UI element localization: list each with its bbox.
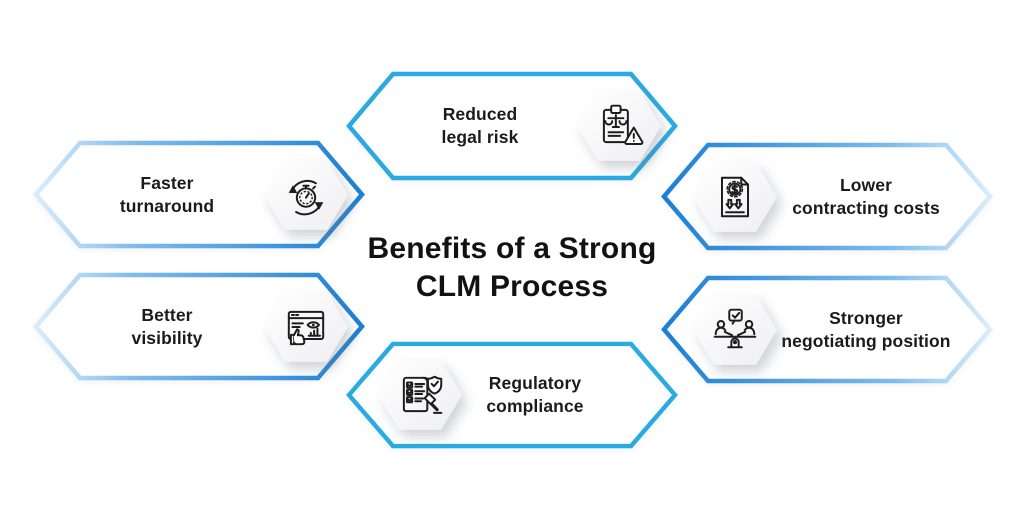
benefit-hexagon-lower-contracting-costs: Lower contracting costs (661, 141, 993, 252)
benefit-hexagon-better-visibility: Better visibility (33, 271, 365, 382)
benefit-label-line1: Faster (140, 172, 194, 193)
benefit-label-line2: negotiating position (781, 330, 951, 351)
icon-hexagon (575, 86, 663, 166)
benefit-hexagon-regulatory-compliance: Regulatory compliance (346, 340, 678, 450)
benefit-label: Better visibility (71, 303, 263, 349)
legal-risk-icon (602, 104, 644, 146)
benefit-label-line2: compliance (486, 396, 584, 416)
benefit-label: Regulatory compliance (436, 372, 634, 418)
icon-hexagon (376, 355, 464, 435)
benefit-label-line1: Better (141, 304, 193, 325)
benefit-label-line2: visibility (131, 327, 203, 348)
benefit-label: Stronger negotiating position (765, 306, 967, 352)
compliance-icon (402, 375, 443, 414)
icon-hexagon (262, 155, 350, 235)
benefit-label-line2: contracting costs (792, 197, 940, 218)
icon-hexagon (262, 287, 350, 367)
benefit-label-line1: Regulatory (488, 372, 582, 393)
page-title: Benefits of a Strong CLM Process (0, 230, 1024, 306)
contracting-costs-icon (720, 176, 750, 217)
page-title-line2: CLM Process (415, 270, 609, 304)
icon-hexagon (691, 157, 779, 237)
benefit-label-line1: Stronger (829, 307, 903, 328)
benefit-hexagon-reduced-legal-risk: Reduced legal risk (346, 70, 678, 182)
icon-hexagon (691, 290, 779, 370)
page-title-line1: Benefits of a Strong (367, 232, 657, 265)
icon-hexagon-plate (263, 291, 349, 362)
turnaround-icon (288, 179, 324, 215)
benefit-hexagon-stronger-negotiating-position: Stronger negotiating position (661, 274, 993, 385)
benefit-label-line2: turnaround (119, 195, 215, 216)
negotiation-icon (713, 308, 757, 348)
visibility-icon (287, 310, 325, 345)
icon-hexagon-plate (692, 294, 778, 365)
benefit-label-line1: Lower (839, 174, 893, 195)
benefit-hexagon-faster-turnaround: Faster turnaround (33, 139, 365, 250)
benefit-label-line1: Reduced (442, 103, 518, 124)
benefit-label: Lower contracting costs (765, 173, 967, 219)
icon-hexagon-plate (263, 159, 349, 230)
benefit-label-line2: legal risk (441, 127, 519, 147)
benefit-label: Faster turnaround (71, 171, 263, 217)
benefit-label: Reduced legal risk (384, 103, 576, 149)
